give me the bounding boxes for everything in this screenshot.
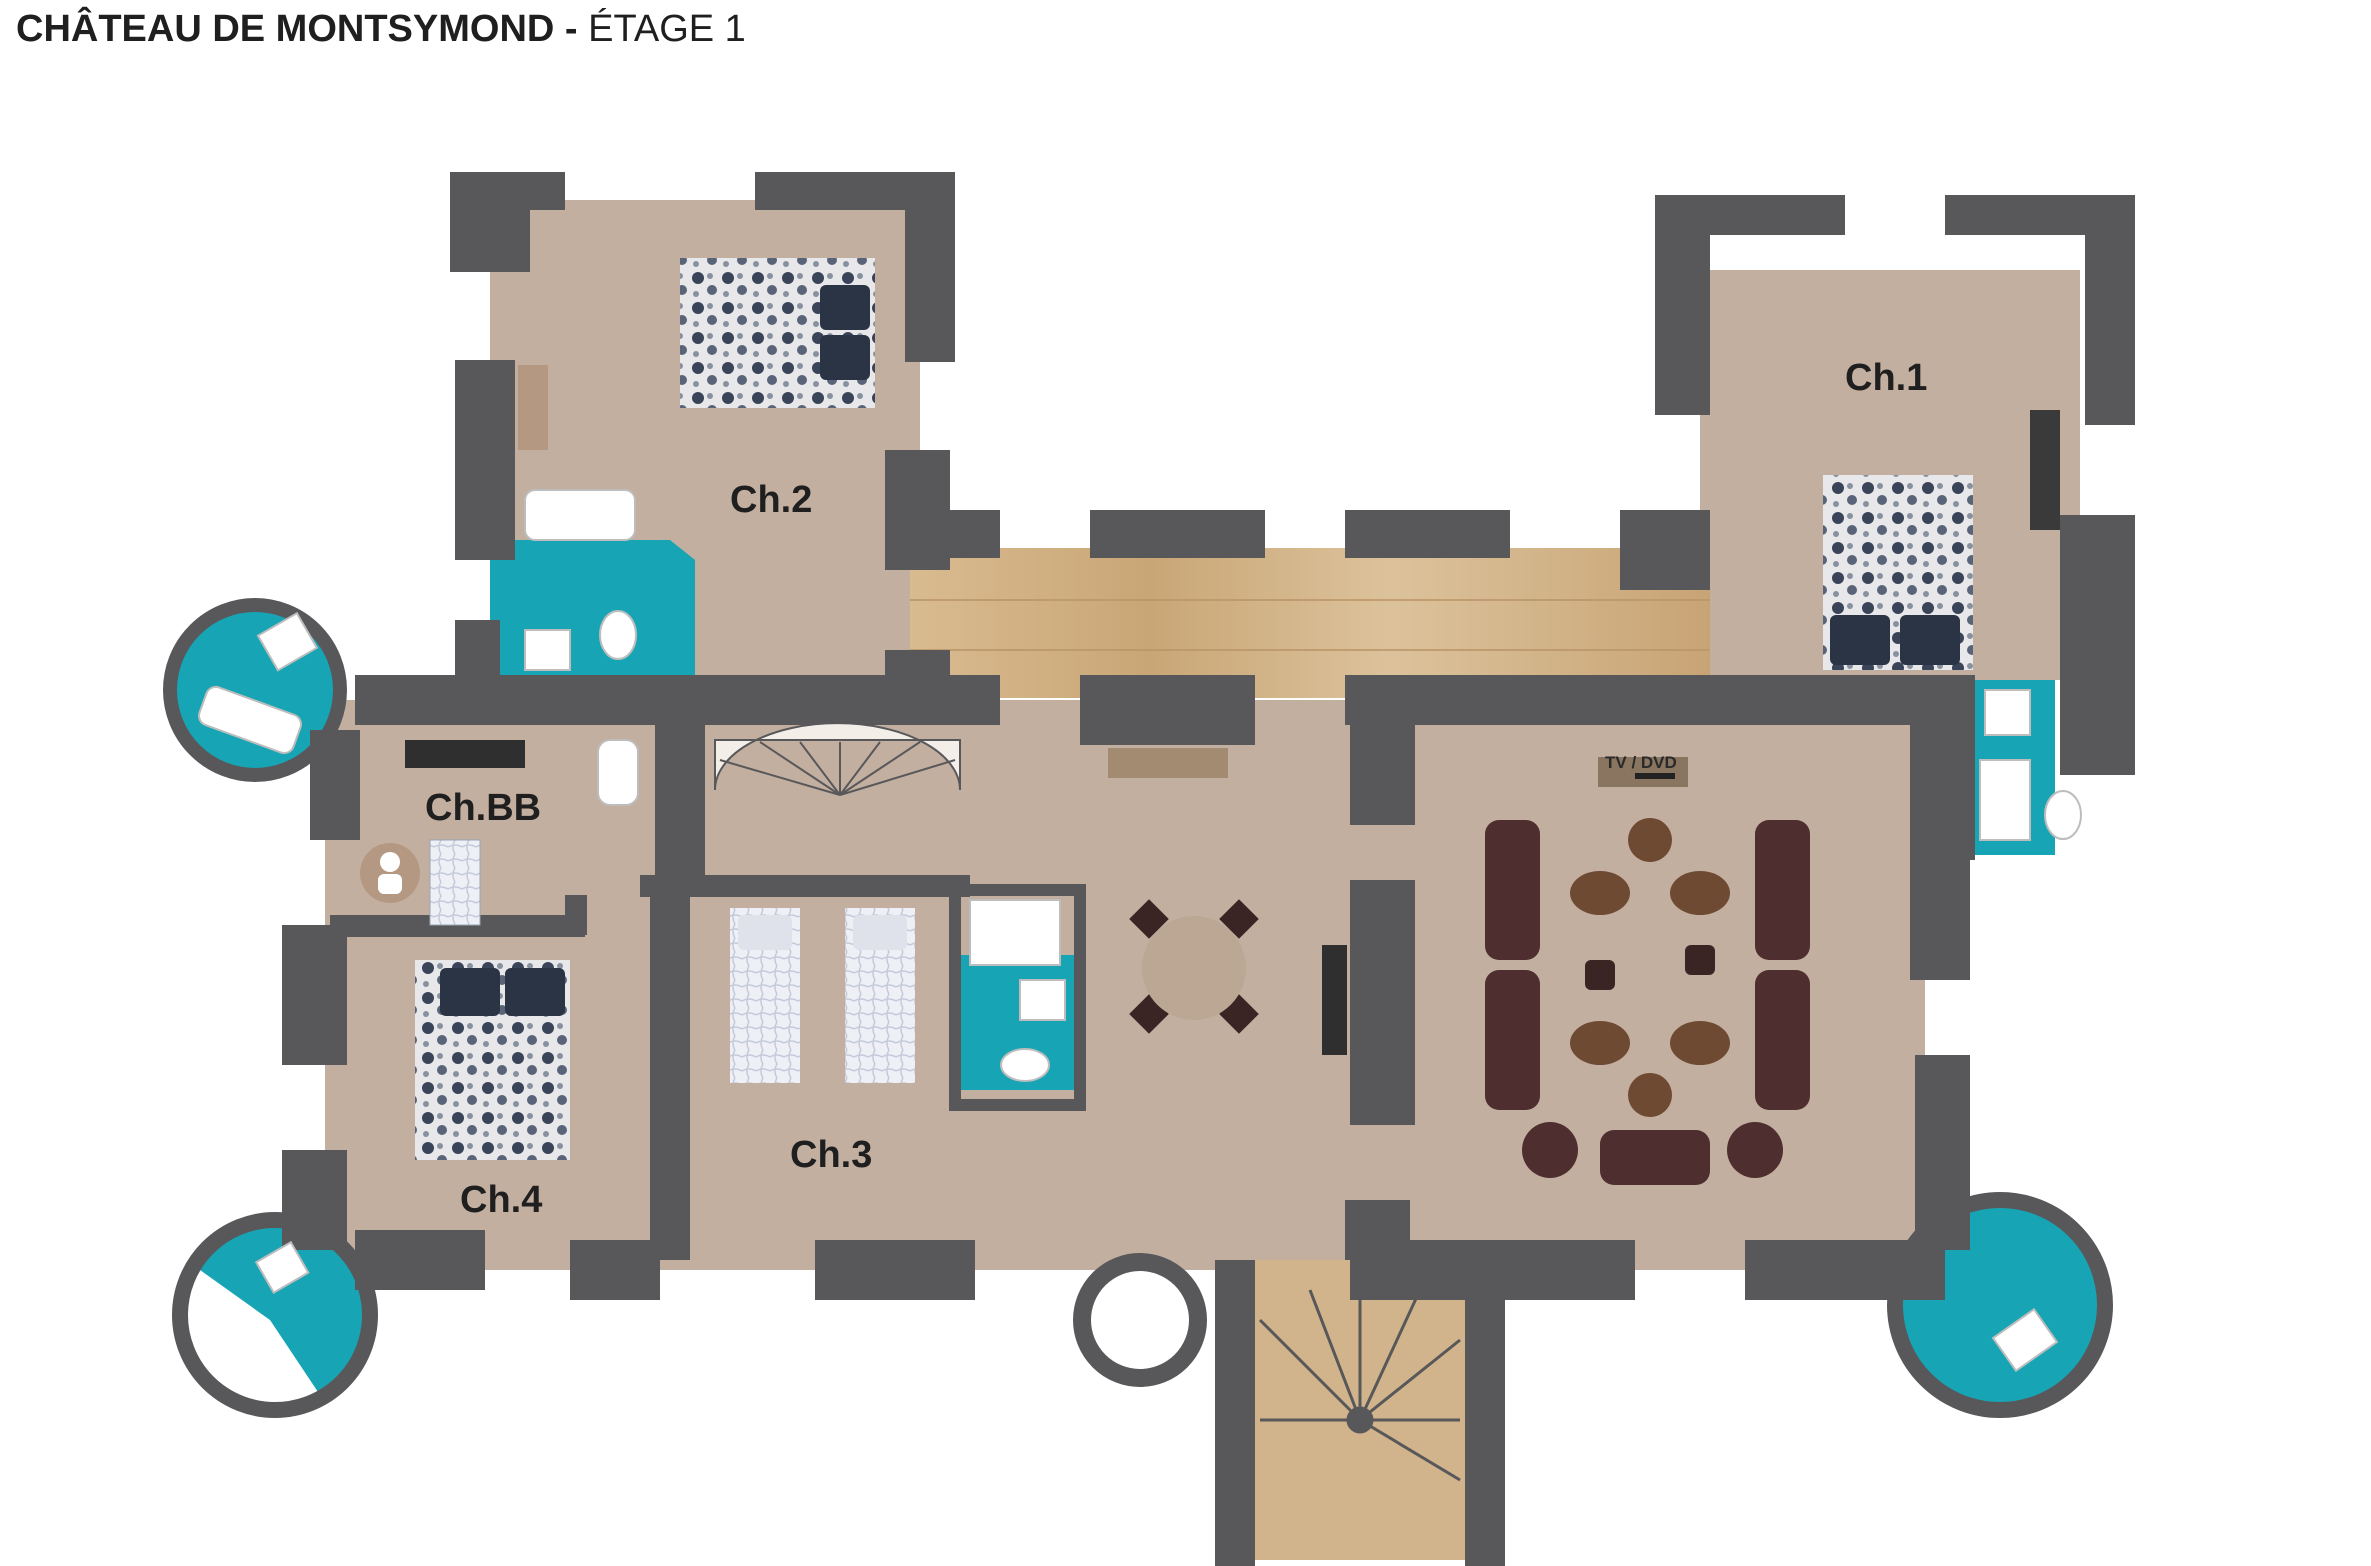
- living-room-furniture: [1485, 757, 1810, 1185]
- sink-ch3: [1019, 979, 1066, 1021]
- crib-chbb: [429, 839, 481, 926]
- bench-ch2: [518, 365, 548, 450]
- sink-tower-se: [1991, 1307, 2059, 1373]
- toilet-chbb: [597, 739, 639, 806]
- bed-ch4: [415, 960, 570, 1160]
- beds-ch3: [730, 908, 915, 1083]
- spiral-stairs-icon: [714, 722, 961, 796]
- room-label-ch2: Ch.2: [730, 479, 812, 521]
- toilet-ch3: [1000, 1048, 1050, 1082]
- toilet-icon: [599, 610, 637, 660]
- room-label-chbb: Ch.BB: [425, 787, 541, 829]
- sideboard: [1322, 945, 1347, 1055]
- sink-icon: [524, 629, 571, 671]
- dining-table: [1129, 899, 1259, 1034]
- tv-dvd-label: TV / DVD: [1605, 753, 1677, 772]
- floor-corridor-wood: [910, 548, 1710, 698]
- tower-stairs: [1258, 1285, 1461, 1482]
- tower-se: [1900, 1205, 2100, 1405]
- room-label-ch1: Ch.1: [1845, 357, 1927, 399]
- sink-tower-nw: [256, 611, 319, 672]
- room-label-ch4: Ch.4: [460, 1179, 542, 1221]
- shower-ch1: [1979, 759, 2031, 841]
- sink-tower-sw: [254, 1240, 310, 1294]
- bed-ch1: [1823, 475, 1973, 670]
- shower-icon: [969, 899, 1061, 966]
- toilet-ch1: [2044, 790, 2082, 840]
- baby-icon: [360, 843, 420, 903]
- tower-small: [1073, 1253, 1207, 1387]
- title-floor: ÉTAGE 1: [588, 8, 746, 50]
- walls: [282, 172, 2135, 1566]
- bathtub-tower-nw: [197, 685, 303, 755]
- dresser-chbb: [405, 740, 525, 768]
- bathtub-icon: [524, 489, 636, 541]
- console-table: [1108, 748, 1228, 778]
- floors: [175, 200, 2100, 1560]
- room-label-ch3: Ch.3: [790, 1134, 872, 1176]
- sink-ch1: [1984, 689, 2031, 736]
- wardrobe-ch1: [2030, 410, 2060, 530]
- title-chateau: CHÂTEAU DE MONTSYMOND -: [16, 8, 578, 50]
- page-title: CHÂTEAU DE MONTSYMOND - ÉTAGE 1: [16, 8, 746, 51]
- bed-ch2: [680, 258, 875, 408]
- bathroom-ch2: [490, 540, 695, 680]
